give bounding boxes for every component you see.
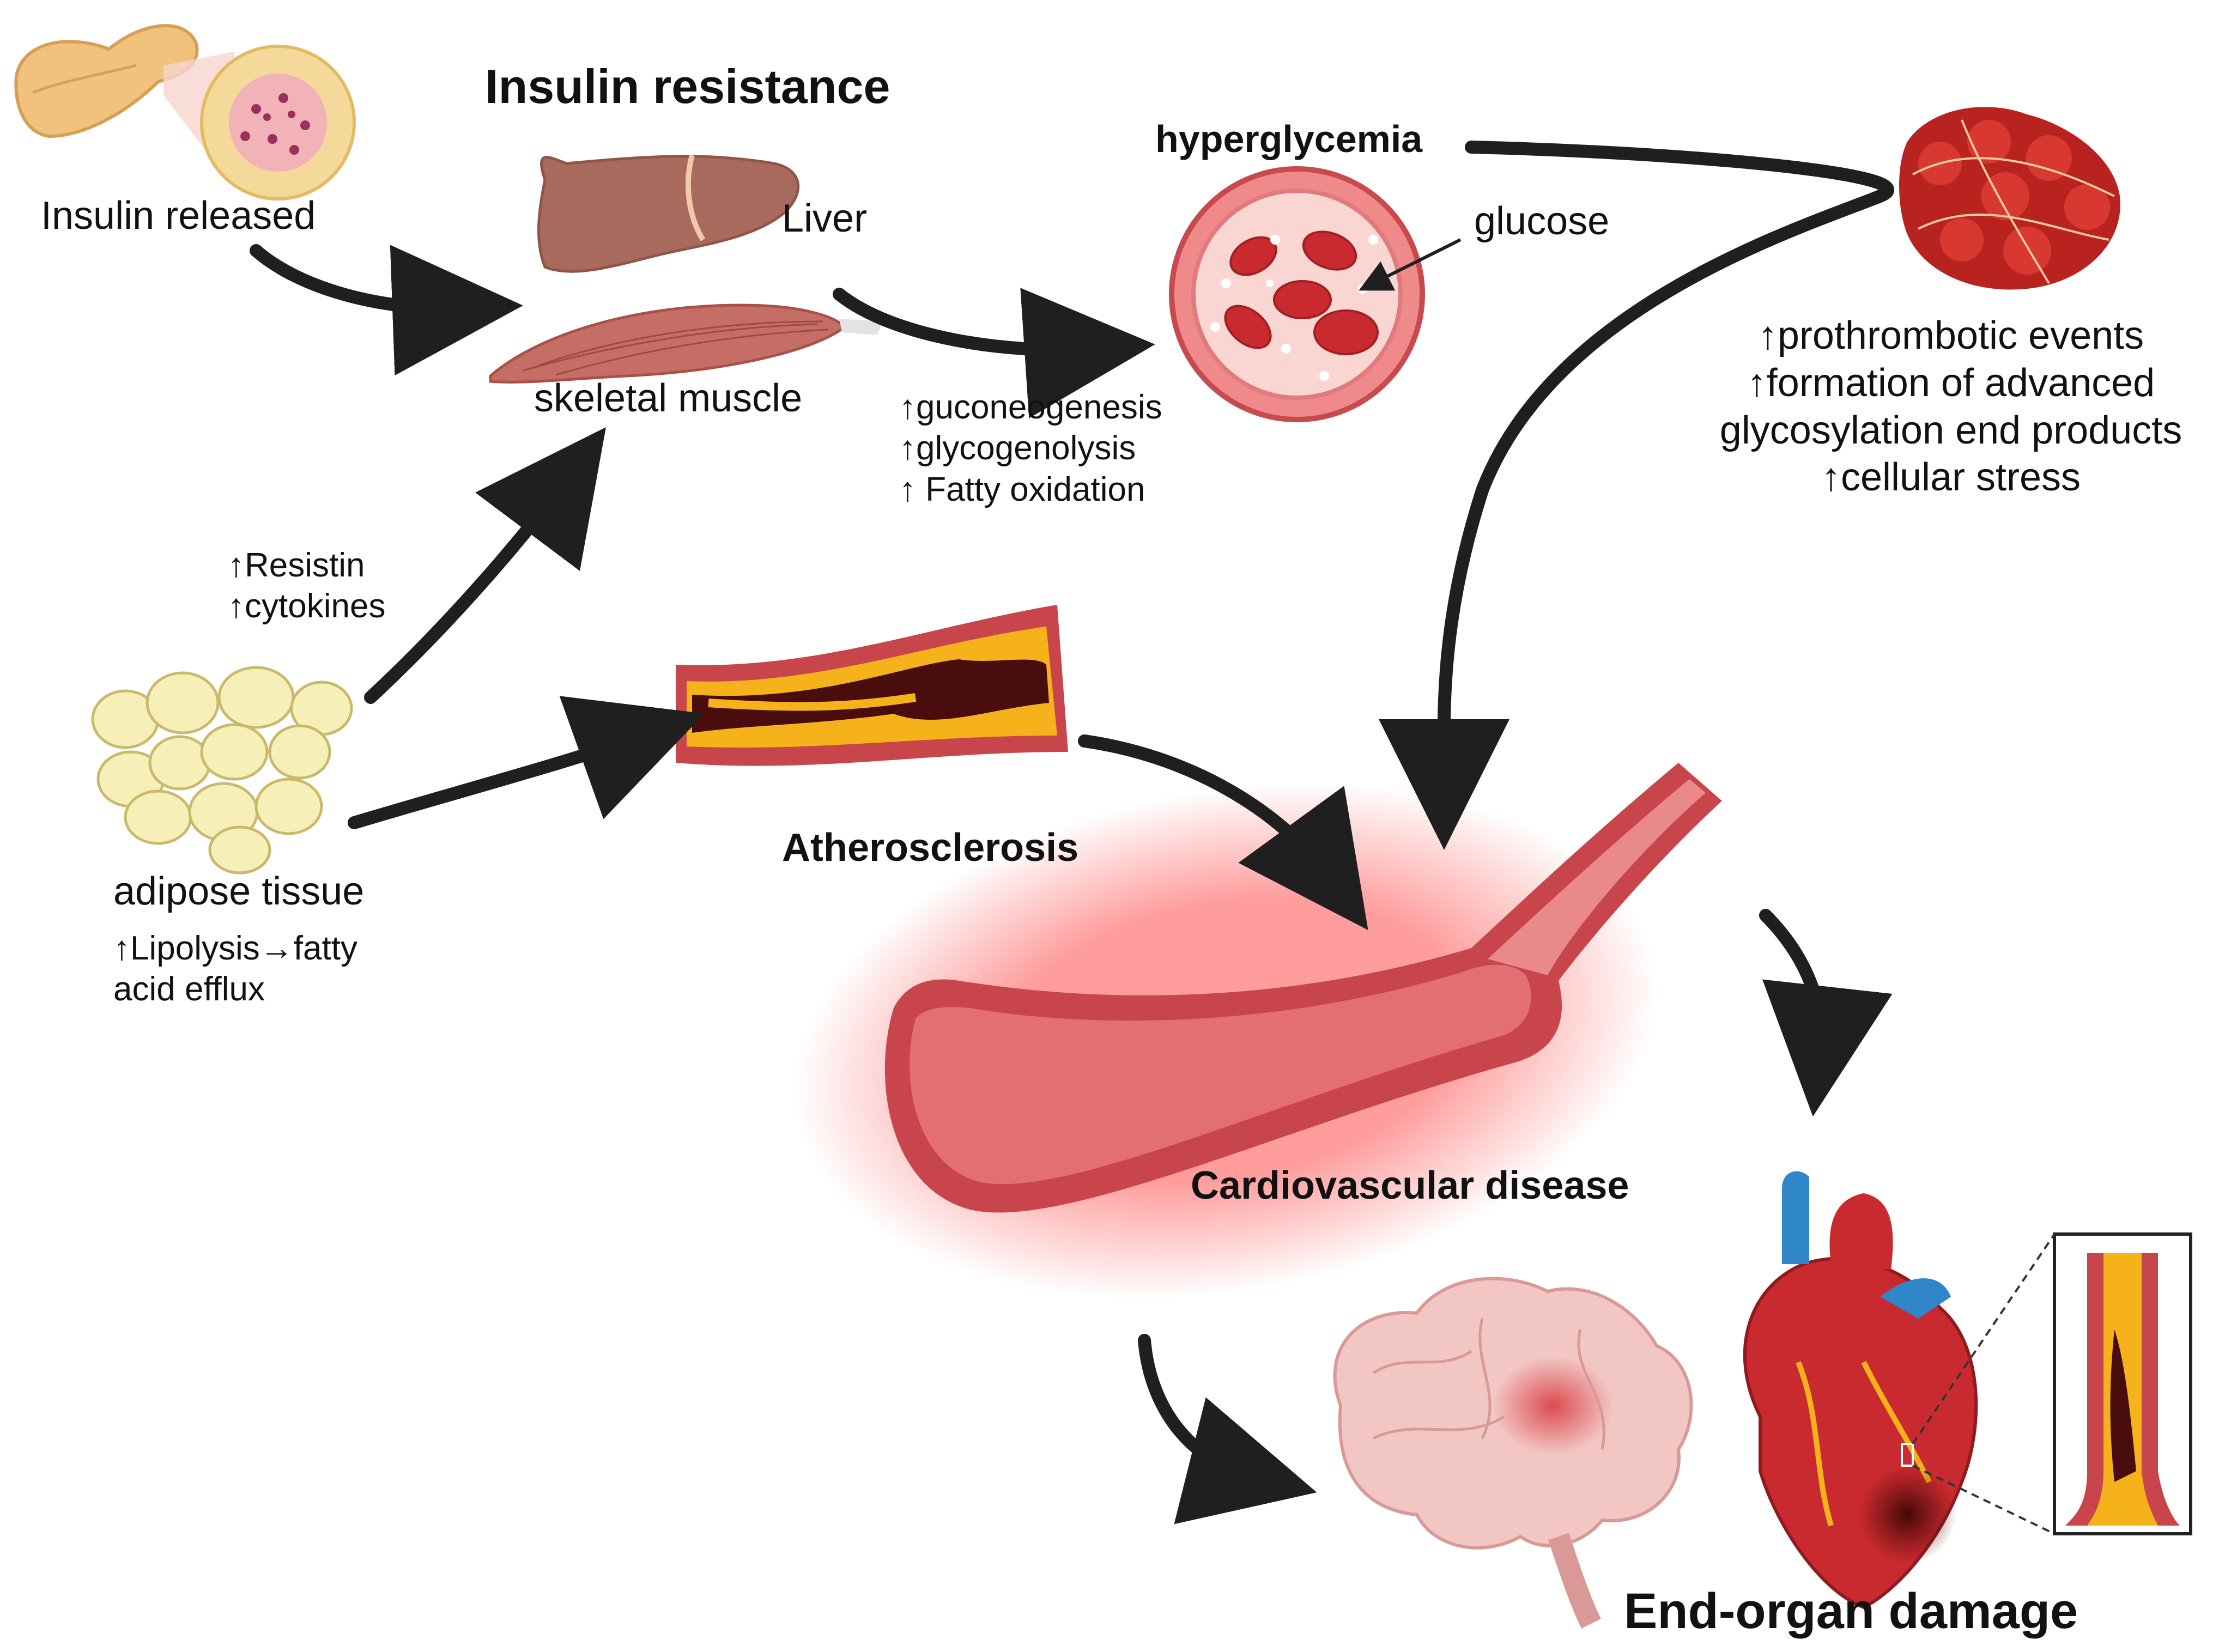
clot-effect-item: glycosylation end products xyxy=(1719,408,2182,452)
glucose-label: glucose xyxy=(1474,199,1610,243)
artery-zoom-inset xyxy=(1912,1232,2192,1535)
pancreas-illustration xyxy=(14,24,356,201)
adipokines-list: ↑Resistin ↑cytokines xyxy=(228,546,385,626)
arrow-adipose-to-muscle xyxy=(364,427,607,704)
blood-vessel-cross-section xyxy=(1169,166,1425,422)
lipolysis-item: ↑Lipolysis→fatty xyxy=(113,930,357,967)
clot-effect-item: ↑formation of advanced xyxy=(1747,361,2155,405)
lipolysis-list: ↑Lipolysis→fatty acid efflux xyxy=(113,929,357,1009)
adipose-tissue-illustration xyxy=(91,666,353,874)
cardiovascular-disease-label: Cardiovascular disease xyxy=(1191,1164,1629,1207)
flow-arrows xyxy=(250,141,1895,1525)
diseased-vessel-illustration xyxy=(795,763,1722,1299)
lipolysis-item: acid efflux xyxy=(113,970,265,1009)
skeletal-muscle-illustration xyxy=(489,303,883,384)
clot-effects-list: ↑prothrombotic events ↑formation of adva… xyxy=(1689,313,2212,500)
arrow-cvd-to-brain xyxy=(1138,1334,1317,1525)
liver-label: Liver xyxy=(782,197,868,240)
arrow-insulin-to-organs xyxy=(250,244,523,376)
liver-illustration xyxy=(537,154,800,273)
heart-illustration xyxy=(1743,1171,1978,1610)
adipose-tissue-label: adipose tissue xyxy=(113,870,365,913)
skeletal-muscle-label: skeletal muscle xyxy=(534,376,803,420)
arrow-muscle-to-hyperglycemia xyxy=(833,288,1155,418)
insulin-resistance-title: Insulin resistance xyxy=(485,59,890,113)
adipokine-item: ↑Resistin xyxy=(228,546,365,584)
arrow-atherosclerosis-to-cvd xyxy=(1078,734,1368,931)
arrow-cvd-to-heart xyxy=(1759,909,1893,1117)
atherosclerotic-artery-illustration xyxy=(676,605,1068,766)
clot-effect-item: ↑prothrombotic events xyxy=(1757,314,2144,357)
insulin-released-label: Insulin released xyxy=(41,194,316,238)
end-organ-damage-label: End-organ damage xyxy=(1624,1583,2078,1639)
hyperglycemia-label: hyperglycemia xyxy=(1155,118,1423,160)
hepatic-effects-list: ↑guconeogenesis ↑glycogenolysis ↑ Fatty … xyxy=(899,388,1162,509)
hepatic-effect-item: ↑ Fatty oxidation xyxy=(899,470,1145,508)
arrow-adipose-to-atherosclerosis xyxy=(348,696,705,829)
glucose-pointer-line xyxy=(1359,238,1462,291)
blood-clot-illustration xyxy=(1899,107,2120,290)
clot-effect-item: ↑cellular stress xyxy=(1821,455,2081,500)
adipokine-item: ↑cytokines xyxy=(228,587,386,625)
brain-illustration xyxy=(1333,1277,1693,1629)
arrow-hyperglycemia-to-cvd xyxy=(1378,141,1895,850)
hepatic-effect-item: ↑guconeogenesis xyxy=(899,388,1162,426)
atherosclerosis-label: Atherosclerosis xyxy=(782,826,1079,870)
hepatic-effect-item: ↑glycogenolysis xyxy=(899,429,1136,467)
